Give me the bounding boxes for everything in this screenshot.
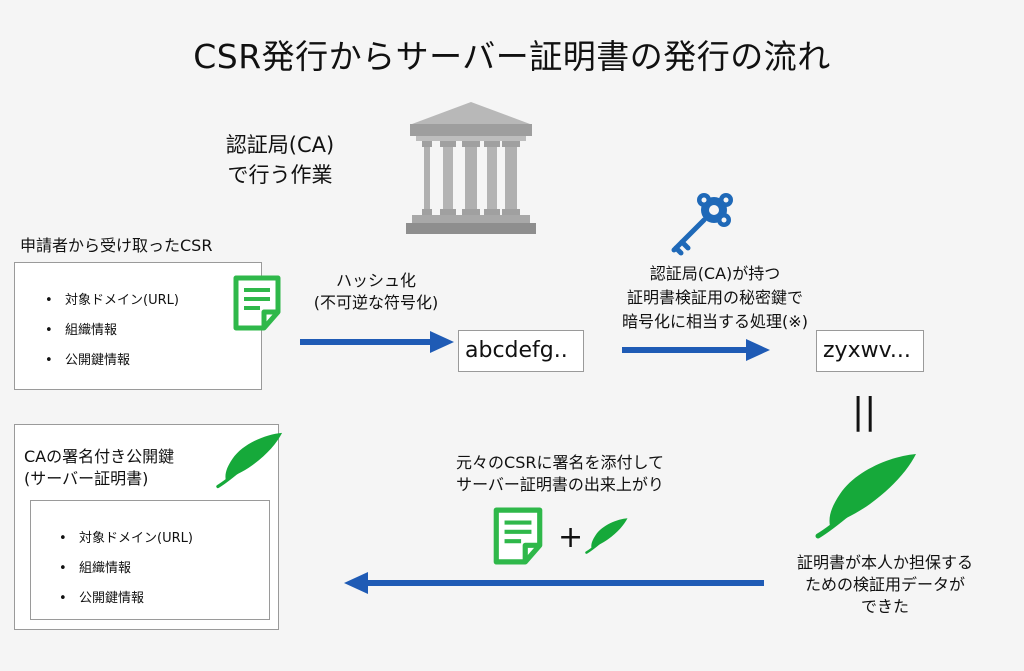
verify-label: 証明書が本人か担保する ための検証用データが できた xyxy=(770,552,1000,618)
verify-label-line-2: ための検証用データが xyxy=(804,575,965,594)
hash-label-line-2: (不可逆な符号化) xyxy=(313,293,439,312)
list-item: • 公開鍵情報 xyxy=(31,351,179,381)
quill-signature-icon xyxy=(216,432,283,489)
key-label: 認証局(CA)が持つ 証明書検証用の秘密鍵で 暗号化に相当する処理(※) xyxy=(570,262,860,334)
cert-item-organization: 組織情報 xyxy=(79,561,132,576)
encrypt-arrow xyxy=(622,339,770,361)
list-item: • 対象ドメイン(URL) xyxy=(45,529,193,559)
attach-label-line-1: 元々のCSRに署名を添付して xyxy=(456,453,664,472)
plus-sign: + xyxy=(558,520,584,555)
hash-arrow xyxy=(300,331,454,353)
bullet-dot: • xyxy=(59,591,67,606)
hash-label-line-1: ハッシュ化 xyxy=(335,271,416,290)
equal-mark: || xyxy=(852,391,877,432)
csr-box: • 対象ドメイン(URL) • 組織情報 • 公開鍵情報 xyxy=(14,262,262,390)
verify-label-line-3: できた xyxy=(860,597,909,616)
cert-heading: CAの署名付き公開鍵 (サーバー証明書) xyxy=(24,446,174,490)
list-item: • 組織情報 xyxy=(31,321,179,351)
quill-signature-icon xyxy=(815,454,916,539)
attach-label: 元々のCSRに署名を添付して サーバー証明書の出来上がり xyxy=(400,452,720,496)
csr-item-organization: 組織情報 xyxy=(65,323,118,338)
csr-items-list: • 対象ドメイン(URL) • 組織情報 • 公開鍵情報 xyxy=(31,291,179,381)
key-icon xyxy=(671,193,733,256)
ca-label: 認証局(CA) で行う作業 xyxy=(200,130,360,190)
bullet-dot: • xyxy=(45,293,53,308)
bullet-dot: • xyxy=(59,561,67,576)
cert-items-list: • 対象ドメイン(URL) • 組織情報 • 公開鍵情報 xyxy=(45,529,193,619)
attach-label-line-2: サーバー証明書の出来上がり xyxy=(456,475,664,494)
list-item: • 組織情報 xyxy=(45,559,193,589)
hash-label: ハッシュ化 (不可逆な符号化) xyxy=(286,270,466,314)
document-icon xyxy=(493,507,543,565)
ca-label-line-2: で行う作業 xyxy=(227,163,333,187)
bullet-dot: • xyxy=(59,531,67,546)
csr-item-domain: 対象ドメイン(URL) xyxy=(65,293,179,308)
bank-building-icon xyxy=(406,102,536,234)
signature-value-box: zyxwv... xyxy=(816,330,924,372)
list-item: • 公開鍵情報 xyxy=(45,589,193,619)
return-arrow xyxy=(344,572,764,594)
key-label-line-3: 暗号化に相当する処理(※) xyxy=(622,312,808,331)
csr-item-public-key: 公開鍵情報 xyxy=(65,353,131,368)
hash-value-box: abcdefg.. xyxy=(458,330,584,372)
csr-heading: 申請者から受け取ったCSR xyxy=(20,236,213,255)
ca-label-line-1: 認証局(CA) xyxy=(225,133,335,157)
list-item: • 対象ドメイン(URL) xyxy=(31,291,179,321)
bullet-dot: • xyxy=(45,353,53,368)
page-title: CSR発行からサーバー証明書の発行の流れ xyxy=(193,37,831,76)
bullet-dot: • xyxy=(45,323,53,338)
key-label-line-2: 証明書検証用の秘密鍵で xyxy=(626,288,803,307)
verify-label-line-1: 証明書が本人か担保する xyxy=(796,553,973,572)
key-label-line-1: 認証局(CA)が持つ xyxy=(649,264,781,283)
cert-heading-line-1: CAの署名付き公開鍵 xyxy=(24,447,175,466)
document-icon xyxy=(233,275,281,331)
quill-signature-icon xyxy=(585,518,628,554)
cert-item-public-key: 公開鍵情報 xyxy=(79,591,145,606)
cert-item-domain: 対象ドメイン(URL) xyxy=(79,531,193,546)
certificate-contents-box: • 対象ドメイン(URL) • 組織情報 • 公開鍵情報 xyxy=(30,500,270,620)
cert-heading-line-2: (サーバー証明書) xyxy=(24,469,149,488)
